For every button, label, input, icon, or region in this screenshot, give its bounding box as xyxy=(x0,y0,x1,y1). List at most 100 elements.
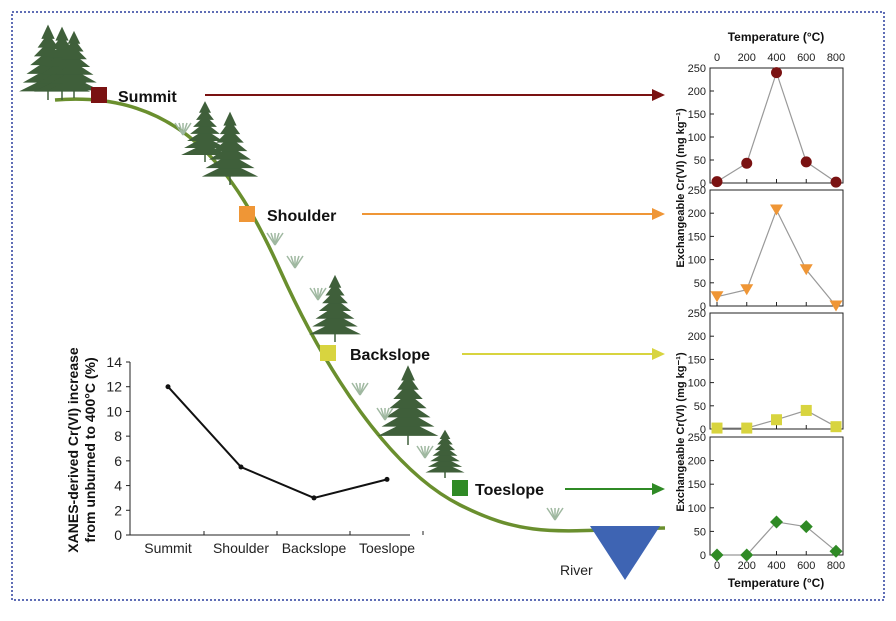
left-data-point xyxy=(165,384,171,390)
panel-y-tick-label: 100 xyxy=(688,255,706,267)
panel-y-tick-label: 50 xyxy=(694,155,706,167)
left-y-tick-label: 14 xyxy=(106,354,122,370)
panel-y-tick-label: 100 xyxy=(688,503,706,515)
top-x-tick-label: 0 xyxy=(714,52,720,64)
panel-point xyxy=(800,404,812,416)
exchangeable-crvi-panels: 0501001502002500501001502002500501001502… xyxy=(675,30,845,590)
tree-layer xyxy=(318,298,352,312)
tree-layer xyxy=(312,313,358,327)
panel-point xyxy=(829,300,843,312)
top-x-tick-label: 600 xyxy=(797,52,815,64)
arrow-head-summit xyxy=(652,89,665,101)
tree-layer xyxy=(57,54,91,68)
panel-point xyxy=(771,67,782,79)
left-data-point xyxy=(311,495,317,501)
grass-tuft-icon xyxy=(351,382,369,396)
panel-y-tick-label: 50 xyxy=(694,526,706,538)
grass-tuft-icon xyxy=(546,507,564,521)
panel-y-tick-label: 200 xyxy=(688,86,706,98)
pine-tree-icon xyxy=(308,274,362,342)
panel-y-tick-label: 0 xyxy=(700,301,706,313)
panel-point xyxy=(711,422,723,434)
grass-blade xyxy=(274,232,284,246)
left-x-tick-label: Shoulder xyxy=(213,540,269,556)
tree-layer xyxy=(64,38,84,52)
grass-blade xyxy=(294,255,304,269)
grass-tuft-icon xyxy=(174,122,192,136)
panel-point xyxy=(829,544,843,558)
left-y-tick-label: 12 xyxy=(106,379,122,395)
left-x-tick-label: Backslope xyxy=(282,540,347,556)
tree-layer xyxy=(397,374,419,390)
left-y-tick-label: 6 xyxy=(114,453,122,469)
left-y-axis-label-line1: XANES-derived Cr(VI) increase xyxy=(65,347,81,553)
panel-y-tick-label: 200 xyxy=(688,331,706,343)
panel-point xyxy=(740,284,754,296)
pine-tree-icon xyxy=(181,101,229,162)
tree-layer xyxy=(47,77,101,91)
tree-layer xyxy=(190,122,220,134)
marker-shoulder xyxy=(239,206,255,222)
top-x-tick-label: 800 xyxy=(827,52,845,64)
tree-layer xyxy=(212,137,248,152)
tree-layer xyxy=(193,115,217,127)
grass-blade xyxy=(359,382,369,396)
panel-y-tick-label: 0 xyxy=(700,550,706,562)
bottom-x-tick-label: 0 xyxy=(714,560,720,572)
panel-point xyxy=(770,204,783,216)
arrow-head-shoulder xyxy=(652,208,665,220)
grass-tuft-icon xyxy=(376,407,394,421)
pine-tree-icon xyxy=(201,111,259,185)
tree-layer xyxy=(61,46,87,60)
panel-point xyxy=(830,421,842,433)
panel-point xyxy=(799,264,813,276)
tree-layer xyxy=(425,463,465,473)
panel-y-tick-label: 200 xyxy=(688,208,706,220)
tree-layer xyxy=(55,26,69,41)
panel-y-tick-label: 250 xyxy=(688,185,706,197)
tree-layer xyxy=(325,282,345,296)
top-x-tick-label: 400 xyxy=(767,52,785,64)
label-shoulder: Shoulder xyxy=(267,208,336,225)
panel-point xyxy=(771,414,782,426)
arrow-head-toeslope xyxy=(652,483,665,495)
grass-blade xyxy=(554,507,564,521)
panel-point xyxy=(740,548,754,562)
bottom-x-axis-label: Temperature (°C) xyxy=(728,576,825,590)
panel-point xyxy=(800,156,812,168)
river-label: River xyxy=(560,562,593,578)
tree-layer xyxy=(209,145,251,160)
tree-layer xyxy=(315,305,355,319)
panel-point xyxy=(799,520,813,534)
label-toeslope: Toeslope xyxy=(475,482,544,499)
tree-layer xyxy=(41,24,55,39)
marker-toeslope xyxy=(452,480,468,496)
tree-layer xyxy=(67,30,81,44)
panel-y-tick-label: 150 xyxy=(688,231,706,243)
left-y-tick-label: 4 xyxy=(114,478,122,494)
panel-point xyxy=(741,157,753,169)
tree-layer xyxy=(54,61,94,75)
left-y-tick-label: 0 xyxy=(114,527,122,543)
panel-point xyxy=(710,548,724,562)
tree-layer xyxy=(223,111,237,126)
tree-layer xyxy=(389,392,427,409)
bottom-x-tick-label: 800 xyxy=(827,560,845,572)
bottom-x-tick-label: 400 xyxy=(767,560,785,572)
panel-point xyxy=(741,422,753,434)
marker-summit xyxy=(91,87,107,103)
river-triangle-icon xyxy=(590,526,660,580)
bottom-x-tick-label: 200 xyxy=(738,560,756,572)
panel-point xyxy=(710,291,724,303)
left-series-line xyxy=(167,386,388,499)
left-data-point xyxy=(238,464,244,470)
panel-y-tick-label: 150 xyxy=(688,479,706,491)
tree-layer xyxy=(187,129,223,141)
arrow-head-backslope xyxy=(652,348,665,360)
grass-blade xyxy=(182,122,192,136)
tree-layer xyxy=(385,402,431,418)
tree-layer xyxy=(322,290,348,304)
